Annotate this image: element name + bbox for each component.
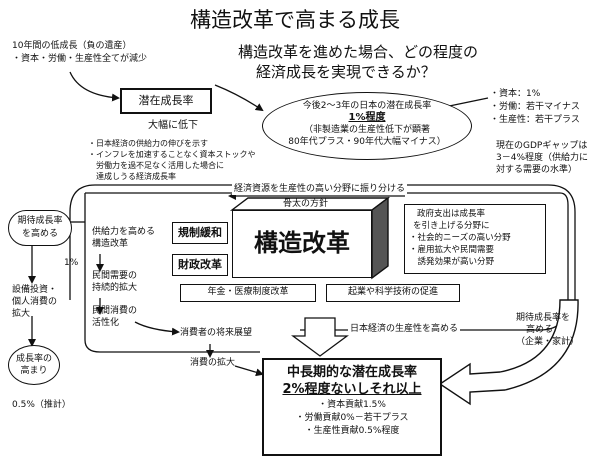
page-title: 構造改革で高まる成長: [190, 8, 400, 32]
result-box: 中長期的な潜在成長率 2%程度ないしそれ以上 ・資本貢献1.5% ・労働貢献0%…: [262, 358, 442, 456]
expected-growth-left-line-2: を高める: [21, 229, 58, 239]
startup-box: 起業や科学技術の促進: [326, 284, 460, 302]
bubble-line-4: 80年代プラス・90年代大幅マイナス）: [288, 137, 446, 147]
growth-factors: ・資本：1% ・労働：若干マイナス ・生産性：若干プラス: [490, 88, 580, 127]
potential-note-4: 達成しうる経済成長率: [88, 172, 176, 181]
expected-growth-left: 期待成長率 を高める: [8, 210, 72, 246]
potential-note-2: ・インフレを加速することなく資本ストックや: [88, 150, 256, 159]
expected-growth-right: 期待成長率を 高める （企業・家計）: [516, 312, 579, 348]
gdp-gap-line-3: 対する需要の水準）: [496, 165, 578, 175]
right-curved-arrow: [438, 299, 579, 406]
fiscal-reform-label: 財政改革: [178, 258, 222, 271]
potential-note-3: 労働力を過不足なく活用した場合に: [88, 161, 224, 170]
bubble-line-3: （非製造業の生産性低下が顕著: [303, 125, 430, 135]
outer-frame-left: [69, 184, 96, 300]
expected-growth-left-line-1: 期待成長率: [17, 216, 63, 226]
pension-label: 年金・医療制度改革: [207, 287, 289, 297]
estimate-label: 0.5%（推計）: [12, 400, 71, 410]
demand-line-1: 民間需要の: [92, 271, 138, 281]
gov-line-4: ・雇用拡大や民間需要: [409, 245, 495, 255]
investment-line-3: 拡大: [12, 309, 31, 319]
current-growth-bubble: 今後2～3年の日本の潜在成長率 1%程度 （非製造業の生産性低下が顕著 80年代…: [262, 92, 472, 160]
potential-growth-box: 潜在成長率: [120, 88, 212, 114]
productivity-arrow: [291, 317, 349, 357]
big-decline-label: 大幅に低下: [148, 120, 198, 131]
framework-label: 骨太の方針: [283, 199, 329, 209]
result-line-4: ・労働貢献0%－若干プラス: [295, 413, 409, 423]
reallocation-label: 経済資源を生産性の高い分野に振り分ける: [232, 184, 408, 195]
consumption-activation: 民間消費の 活性化: [92, 305, 137, 329]
pension-box: 年金・医療制度改革: [180, 284, 316, 302]
gov-line-1: 政府支出は成長率: [417, 209, 486, 219]
factor-productivity: ・生産性：若干プラス: [490, 115, 580, 125]
gdp-gap-note: 現在のGDPギャップは 3－4%程度（供給力に 対する需要の水準）: [496, 140, 588, 176]
fiscal-reform-box: 財政改革: [172, 254, 228, 276]
structural-reform-label: 構造改革: [254, 229, 350, 257]
expected-growth-right-line-1: 期待成長率を: [516, 313, 571, 323]
gdp-gap-line-2: 3－4%程度（供給力に: [496, 153, 589, 163]
investment-line-2: 個人消費の: [12, 297, 58, 307]
gdp-gap-line-1: 現在のGDPギャップは: [496, 141, 588, 151]
expected-growth-right-line-3: （企業・家計）: [516, 337, 580, 347]
result-line-3: ・資本貢献1.5%: [318, 400, 386, 410]
investment-text: 設備投資・ 個人消費の 拡大: [12, 284, 57, 320]
outlook-label: 消費者の将来展望: [180, 328, 253, 338]
past-note: 10年間の低成長（負の遺産） ・資本・労働・生産性全てが減少: [12, 40, 147, 66]
result-line-2: 2%程度ないしそれ以上: [282, 382, 422, 397]
potential-growth-label: 潜在成長率: [138, 94, 194, 107]
productivity-label: 日本経済の生産性を高める: [348, 324, 461, 335]
outer-frame: [95, 184, 576, 305]
past-note-line-2: ・資本・労働・生産性全てが減少: [12, 54, 148, 64]
bubble-line-2: 1%程度: [348, 112, 386, 123]
result-line-5: ・生産性貢献0.5%程度: [304, 426, 400, 436]
potential-notes: ・日本経済の供給力の伸びを示す ・インフレを加速することなく資本ストックや 労働…: [88, 138, 256, 182]
one-percent-label: 1%: [64, 258, 79, 268]
government-spending-box: 政府支出は成長率 を引き上げる分野に ・社会的ニーズの高い分野 ・雇用拡大や民間…: [404, 204, 546, 274]
demand-expansion: 民間需要の 持続的拡大: [92, 270, 137, 294]
deregulation-label: 規制緩和: [178, 226, 222, 239]
past-note-line-1: 10年間の低成長（負の遺産）: [12, 41, 132, 51]
expected-growth-right-line-2: 高める: [526, 325, 554, 335]
factor-capital: ・資本：1%: [490, 89, 541, 99]
gov-line-5: 誘発効果が高い分野: [409, 257, 495, 267]
supply-reform-line-1: 供給力を高める: [92, 227, 156, 237]
consumption-line-2: 活性化: [92, 318, 120, 328]
inner-frame: [85, 192, 569, 331]
result-line-1: 中長期的な潜在成長率: [286, 365, 417, 380]
consumption-line-1: 民間消費の: [92, 306, 138, 316]
demand-line-2: 持続的拡大: [92, 283, 138, 293]
growth-up-line-1: 成長率の: [15, 354, 52, 364]
potential-note-1: ・日本経済の供給力の伸びを示す: [88, 139, 208, 148]
supply-reform: 供給力を高める 構造改革: [92, 226, 155, 250]
question-line-1: 構造改革を進めた場合、どの程度の: [238, 43, 479, 61]
factor-labor: ・労働：若干マイナス: [490, 102, 580, 112]
structural-reform-box: 構造改革: [232, 210, 372, 278]
investment-line-1: 設備投資・: [12, 285, 58, 295]
question-line-2: 経済成長を実現できるか？: [256, 63, 436, 81]
bubble-line-1: 今後2～3年の日本の潜在成長率: [302, 101, 432, 111]
growth-up-line-2: 高まり: [20, 366, 48, 376]
supply-reform-line-2: 構造改革: [92, 239, 129, 249]
gov-line-2: を引き上げる分野に: [413, 221, 490, 231]
consumption-up-label: 消費の拡大: [190, 358, 236, 368]
growth-up-circle: 成長率の 高まり: [8, 345, 60, 385]
deregulation-box: 規制緩和: [172, 222, 228, 244]
gov-line-3: ・社会的ニーズの高い分野: [409, 233, 511, 243]
startup-label: 起業や科学技術の促進: [347, 287, 438, 297]
